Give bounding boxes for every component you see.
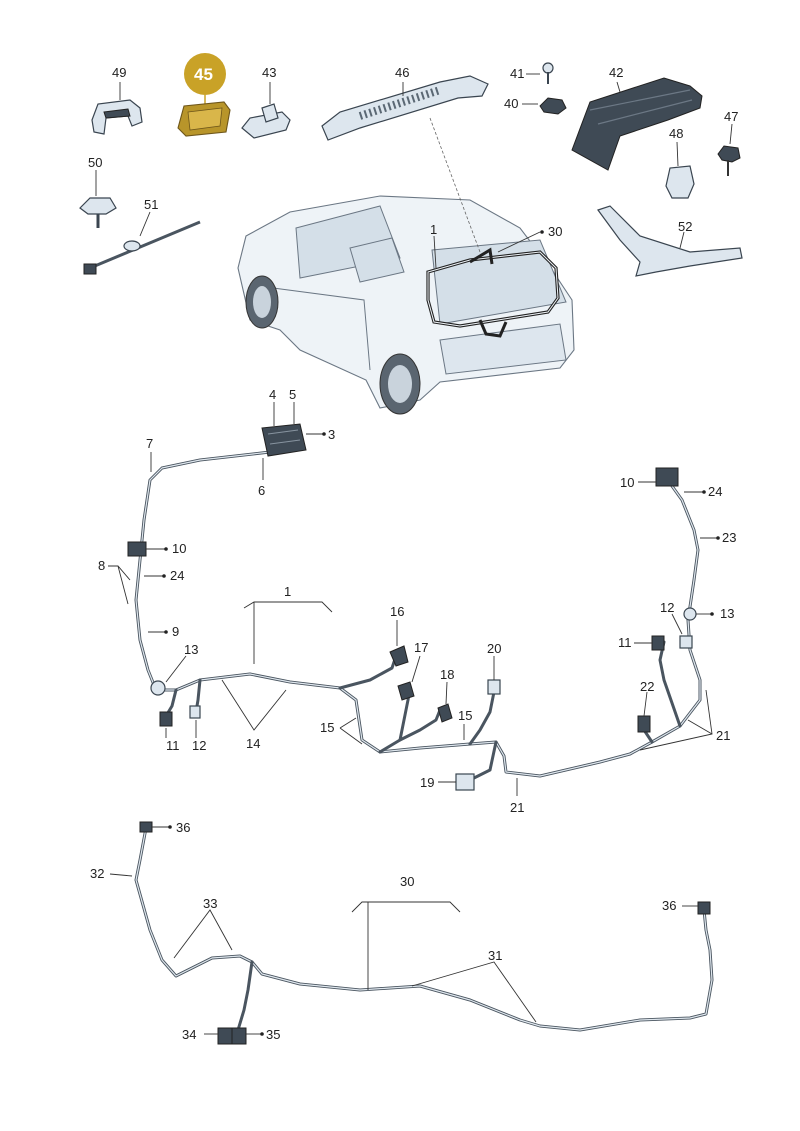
grommet-13-right[interactable]	[683, 607, 697, 621]
label-52: 52	[678, 219, 692, 234]
connector-12-left[interactable]	[189, 705, 201, 719]
part-40-nut[interactable]: 40	[504, 96, 567, 115]
connector-11-right[interactable]	[651, 635, 665, 651]
connector-18[interactable]	[437, 703, 453, 723]
part-47-clip[interactable]: 47	[717, 109, 741, 176]
label-40: 40	[504, 96, 518, 111]
label-32: 32	[90, 866, 104, 881]
label-6: 6	[258, 483, 265, 498]
connector-12-right[interactable]	[679, 635, 693, 649]
connector-16[interactable]	[389, 645, 409, 667]
label-7: 7	[146, 436, 153, 451]
connector-34[interactable]	[217, 1027, 233, 1045]
label-11-right: 11	[618, 635, 632, 650]
grommet-13-left[interactable]	[150, 680, 166, 696]
label-47: 47	[724, 109, 738, 124]
label-10-right: 10	[620, 475, 634, 490]
part-49-clip[interactable]: 49	[91, 65, 143, 135]
leader-car-30	[497, 231, 541, 253]
label-17: 17	[414, 640, 428, 655]
part-42-bracket[interactable]: 42	[571, 65, 703, 171]
label-21-bottom: 21	[510, 800, 524, 815]
label-43: 43	[262, 65, 276, 80]
part-41-screw[interactable]: 41	[510, 62, 554, 84]
label-36-left: 36	[176, 820, 190, 835]
part-52-trim-strip[interactable]: 52	[597, 205, 743, 277]
main-harness-wire[interactable]	[134, 450, 702, 782]
label-10-left: 10	[172, 541, 186, 556]
part-48-clip[interactable]: 48	[665, 126, 695, 199]
label-9: 9	[172, 624, 179, 639]
label-50: 50	[88, 155, 102, 170]
connector-19[interactable]	[455, 773, 475, 791]
label-49: 49	[112, 65, 126, 80]
label-21-right: 21	[716, 728, 730, 743]
label-30: 30	[400, 874, 414, 889]
label-45: 45	[194, 65, 213, 84]
label-41: 41	[510, 66, 524, 81]
label-23: 23	[722, 530, 736, 545]
label-14: 14	[246, 736, 260, 751]
label-3: 3	[328, 427, 335, 442]
label-15-left: 15	[320, 720, 334, 735]
label-34: 34	[182, 1027, 196, 1042]
label-24-left: 24	[170, 568, 184, 583]
label-1: 1	[284, 584, 291, 599]
car-label-30: 30	[548, 224, 562, 239]
part-51-cable-tie[interactable]: 51	[83, 197, 201, 275]
label-35: 35	[266, 1027, 280, 1042]
label-36-right: 36	[662, 898, 676, 913]
part-43-clip[interactable]: 43	[241, 65, 291, 139]
label-15-right: 15	[458, 708, 472, 723]
label-18: 18	[440, 667, 454, 682]
connector-10-left[interactable]	[127, 541, 147, 557]
label-51: 51	[144, 197, 158, 212]
label-46: 46	[395, 65, 409, 80]
main-harness-labels: 1 3 4 5 6 7 8 9 10 24 11 12 13 14 15 15 …	[98, 387, 736, 815]
label-19: 19	[420, 775, 434, 790]
car-illustration	[237, 195, 575, 415]
part-46-corrugated-hose[interactable]: 46	[321, 65, 489, 141]
label-13-left: 13	[184, 642, 198, 657]
connector-36-right[interactable]	[697, 901, 711, 915]
connector-11-left[interactable]	[159, 711, 173, 727]
label-16: 16	[390, 604, 404, 619]
label-13-right: 13	[720, 606, 734, 621]
hose-pointer-line	[429, 117, 481, 253]
car-label-1: 1	[430, 222, 437, 237]
part-45-highlighted[interactable]: 45	[177, 53, 231, 137]
leader-car-1	[433, 235, 437, 269]
connector-22[interactable]	[637, 715, 651, 733]
label-22: 22	[640, 679, 654, 694]
connector-17[interactable]	[397, 681, 415, 701]
connector-3-relay-block[interactable]	[261, 423, 307, 457]
connector-36-left[interactable]	[139, 821, 153, 833]
label-20: 20	[487, 641, 501, 656]
label-12-left: 12	[192, 738, 206, 753]
label-48: 48	[669, 126, 683, 141]
label-33: 33	[203, 896, 217, 911]
label-12-right: 12	[660, 600, 674, 615]
label-42: 42	[609, 65, 623, 80]
label-11-left: 11	[166, 738, 180, 753]
part-50-expanding-clip[interactable]: 50	[79, 155, 117, 228]
connector-10-right[interactable]	[655, 467, 679, 487]
label-31: 31	[488, 948, 502, 963]
connector-35[interactable]	[231, 1027, 247, 1045]
highlight-badge	[184, 53, 226, 95]
lower-harness-labels: 30 31 32 33 34 35 36 36	[90, 820, 698, 1042]
label-4: 4	[269, 387, 276, 402]
connector-20[interactable]	[487, 679, 501, 695]
tailgate-harness-wire[interactable]	[134, 826, 714, 1032]
label-8: 8	[98, 558, 105, 573]
label-24-right: 24	[708, 484, 722, 499]
label-5: 5	[289, 387, 296, 402]
